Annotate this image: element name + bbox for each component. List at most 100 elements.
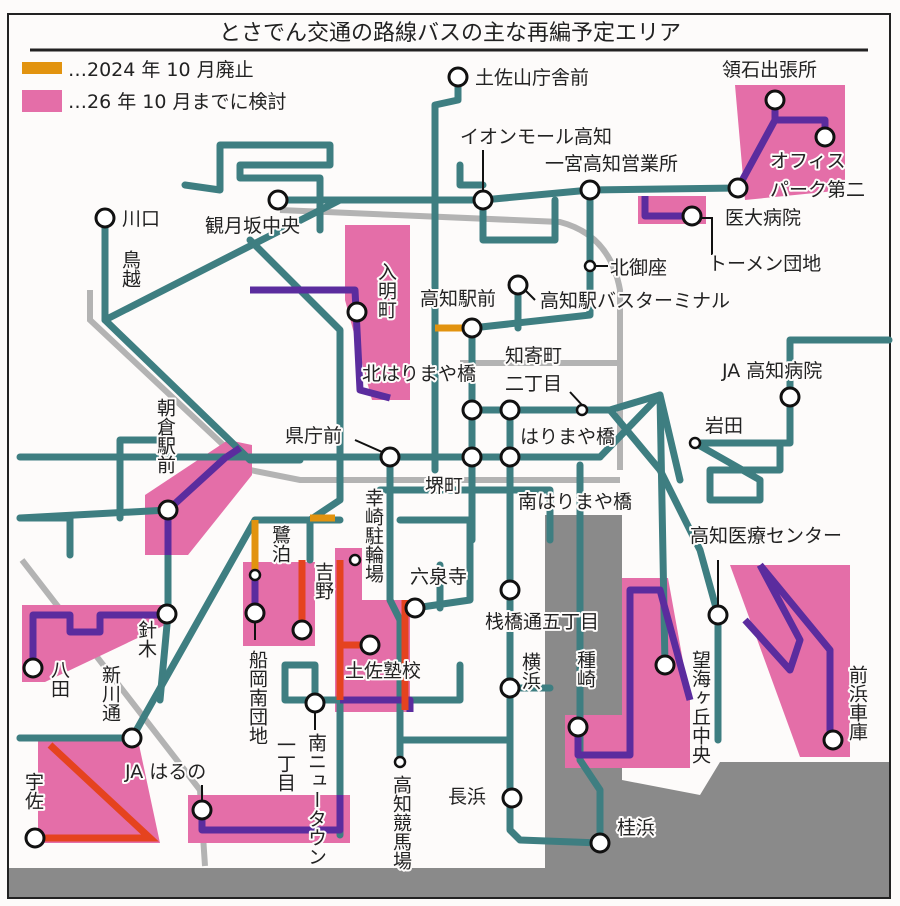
stop-iwata[interactable] bbox=[688, 436, 702, 450]
label-torigoe: 鳥越 bbox=[119, 250, 141, 288]
stop-tanezaki[interactable] bbox=[567, 716, 589, 738]
label-nagahama: 長浜 bbox=[448, 786, 486, 808]
stop-labels: 土佐山庁舎前 イオンモール高知 一宮高知営業所 領石出張所 オフィス パーク第二… bbox=[20, 57, 870, 873]
legend-label-review: …26 年 10 月までに検討 bbox=[68, 91, 286, 113]
stop-yoshino[interactable] bbox=[291, 619, 313, 641]
stop-office-junction[interactable] bbox=[727, 177, 749, 199]
stop-chiyoricho[interactable] bbox=[575, 403, 589, 417]
label-tanezaki: 種崎 bbox=[574, 650, 596, 688]
stop-iryo-center[interactable] bbox=[707, 604, 729, 626]
stop-ichinomiya[interactable] bbox=[579, 179, 601, 201]
stop-katsurahama[interactable] bbox=[589, 832, 611, 854]
label-ja-hospital: JA 高知病院 bbox=[721, 360, 822, 382]
label-usa: 宇佐 bbox=[22, 772, 44, 810]
label-office-1: オフィス bbox=[770, 150, 846, 172]
stop-mimigaoka[interactable] bbox=[654, 654, 676, 676]
label-harimaya: はりまや橋 bbox=[520, 426, 615, 448]
label-newtown-2: 一丁目 bbox=[274, 735, 296, 792]
stop-kangetsu[interactable] bbox=[267, 189, 289, 211]
label-minami-harimaya: 南はりまや橋 bbox=[518, 491, 632, 513]
stop-harimaya[interactable] bbox=[499, 399, 521, 421]
stop-ja-hospital[interactable] bbox=[779, 386, 801, 408]
stop-shinkawa[interactable] bbox=[121, 727, 143, 749]
label-kochi-eki: 高知駅前 bbox=[420, 288, 496, 310]
label-yokohama: 横浜 bbox=[519, 652, 541, 690]
label-kawaguchi: 川口 bbox=[122, 208, 160, 230]
label-kangetsu: 観月坂中央 bbox=[205, 215, 300, 237]
legend: …2024 年 10 月廃止 …26 年 10 月までに検討 bbox=[22, 57, 288, 115]
stop-rokusenji[interactable] bbox=[404, 597, 426, 619]
label-hariki: 針木 bbox=[135, 620, 157, 658]
label-ryoseki: 領石出張所 bbox=[722, 59, 817, 81]
label-kita-harimaya: 北はりまや橋 bbox=[362, 363, 476, 385]
label-aeon: イオンモール高知 bbox=[460, 126, 612, 148]
label-funaoka: 船岡南団地 bbox=[246, 650, 268, 745]
stop-office-park[interactable] bbox=[814, 126, 836, 148]
stop-iriake[interactable] bbox=[346, 301, 368, 323]
label-sagidomari: 鷺泊 bbox=[269, 525, 291, 563]
label-sakaimachi: 堺町 bbox=[425, 475, 463, 497]
label-tomen: トーメン団地 bbox=[708, 253, 821, 275]
stop-hariki[interactable] bbox=[156, 603, 178, 625]
stop-hata[interactable] bbox=[22, 657, 44, 679]
label-kencho: 県庁前 bbox=[285, 425, 342, 447]
stop-keibajo[interactable] bbox=[393, 755, 407, 769]
stop-idai[interactable] bbox=[681, 205, 703, 227]
stop-aeon[interactable] bbox=[472, 189, 494, 211]
map-title: とさでん交通の路線バスの主な再編予定エリア bbox=[219, 21, 681, 46]
label-iriake: 入明町 bbox=[375, 262, 397, 319]
stop-haruno[interactable] bbox=[191, 799, 213, 821]
stop-kawaguchi[interactable] bbox=[94, 207, 116, 229]
label-iryo-center: 高知医療センター bbox=[690, 525, 842, 547]
label-iwata: 岩田 bbox=[705, 415, 743, 437]
stops bbox=[22, 66, 844, 854]
stop-bus-terminal[interactable] bbox=[507, 274, 529, 296]
label-tosayama: 土佐山庁舎前 bbox=[475, 67, 589, 89]
stop-minami-harimaya[interactable] bbox=[499, 446, 521, 468]
legend-swatch-abolished bbox=[22, 62, 62, 74]
label-haruno: JA はるの bbox=[124, 761, 206, 783]
label-bus-terminal: 高知駅バスターミナル bbox=[540, 290, 730, 312]
stop-maehama[interactable] bbox=[822, 729, 844, 751]
label-mimigaoka: 望海ヶ丘中央 bbox=[689, 650, 711, 764]
stop-kita-harimaya[interactable] bbox=[461, 399, 483, 421]
stop-tosayama[interactable] bbox=[447, 66, 469, 88]
legend-label-abolished: …2024 年 10 月廃止 bbox=[68, 59, 254, 81]
label-kitamikura: 北御座 bbox=[610, 257, 667, 279]
label-kozaki: 幸崎駐輪場 bbox=[362, 488, 384, 584]
label-sambashi: 栈橋通五丁目 bbox=[485, 611, 599, 633]
label-office-2: パーク第二 bbox=[770, 179, 865, 201]
leader-lines bbox=[201, 150, 719, 802]
label-shinkawa: 新川通 bbox=[99, 665, 121, 722]
sea-area bbox=[9, 515, 889, 897]
label-hata: 八田 bbox=[48, 660, 70, 698]
stop-nagahama[interactable] bbox=[501, 787, 523, 809]
label-tosajuku: 土佐塾校 bbox=[345, 660, 421, 682]
stop-tosajuku[interactable] bbox=[359, 634, 381, 656]
stop-sagidomari[interactable] bbox=[248, 568, 262, 582]
stop-newtown[interactable] bbox=[304, 692, 326, 714]
stop-kochi-eki[interactable] bbox=[461, 317, 483, 339]
stop-kitamikura[interactable] bbox=[583, 259, 597, 273]
stop-sambashi[interactable] bbox=[499, 579, 521, 601]
label-rokusenji: 六泉寺 bbox=[410, 566, 467, 588]
label-newtown: 南ニュータウン bbox=[305, 733, 327, 866]
label-keibajo: 高知競馬場 bbox=[390, 775, 412, 871]
label-idai: 医大病院 bbox=[725, 207, 801, 229]
stop-kozaki[interactable] bbox=[348, 553, 362, 567]
stop-funaoka[interactable] bbox=[244, 602, 266, 624]
stop-kencho[interactable] bbox=[379, 446, 401, 468]
stop-ryoseki[interactable] bbox=[764, 89, 786, 111]
label-maehama: 前浜車庫 bbox=[846, 665, 868, 741]
label-chiyoricho-2: 二丁目 bbox=[505, 373, 562, 395]
label-ichinomiya: 一宮高知営業所 bbox=[545, 153, 678, 175]
label-yoshino: 吉野 bbox=[312, 562, 334, 600]
stop-usa[interactable] bbox=[24, 827, 46, 849]
stop-yokohama[interactable] bbox=[499, 677, 521, 699]
label-asakura: 朝倉駅前 bbox=[154, 398, 176, 474]
stop-asakura[interactable] bbox=[157, 499, 179, 521]
stop-sakaimachi[interactable] bbox=[461, 446, 483, 468]
label-katsurahama: 桂浜 bbox=[617, 817, 655, 839]
label-chiyoricho-1: 知寄町 bbox=[505, 345, 562, 367]
